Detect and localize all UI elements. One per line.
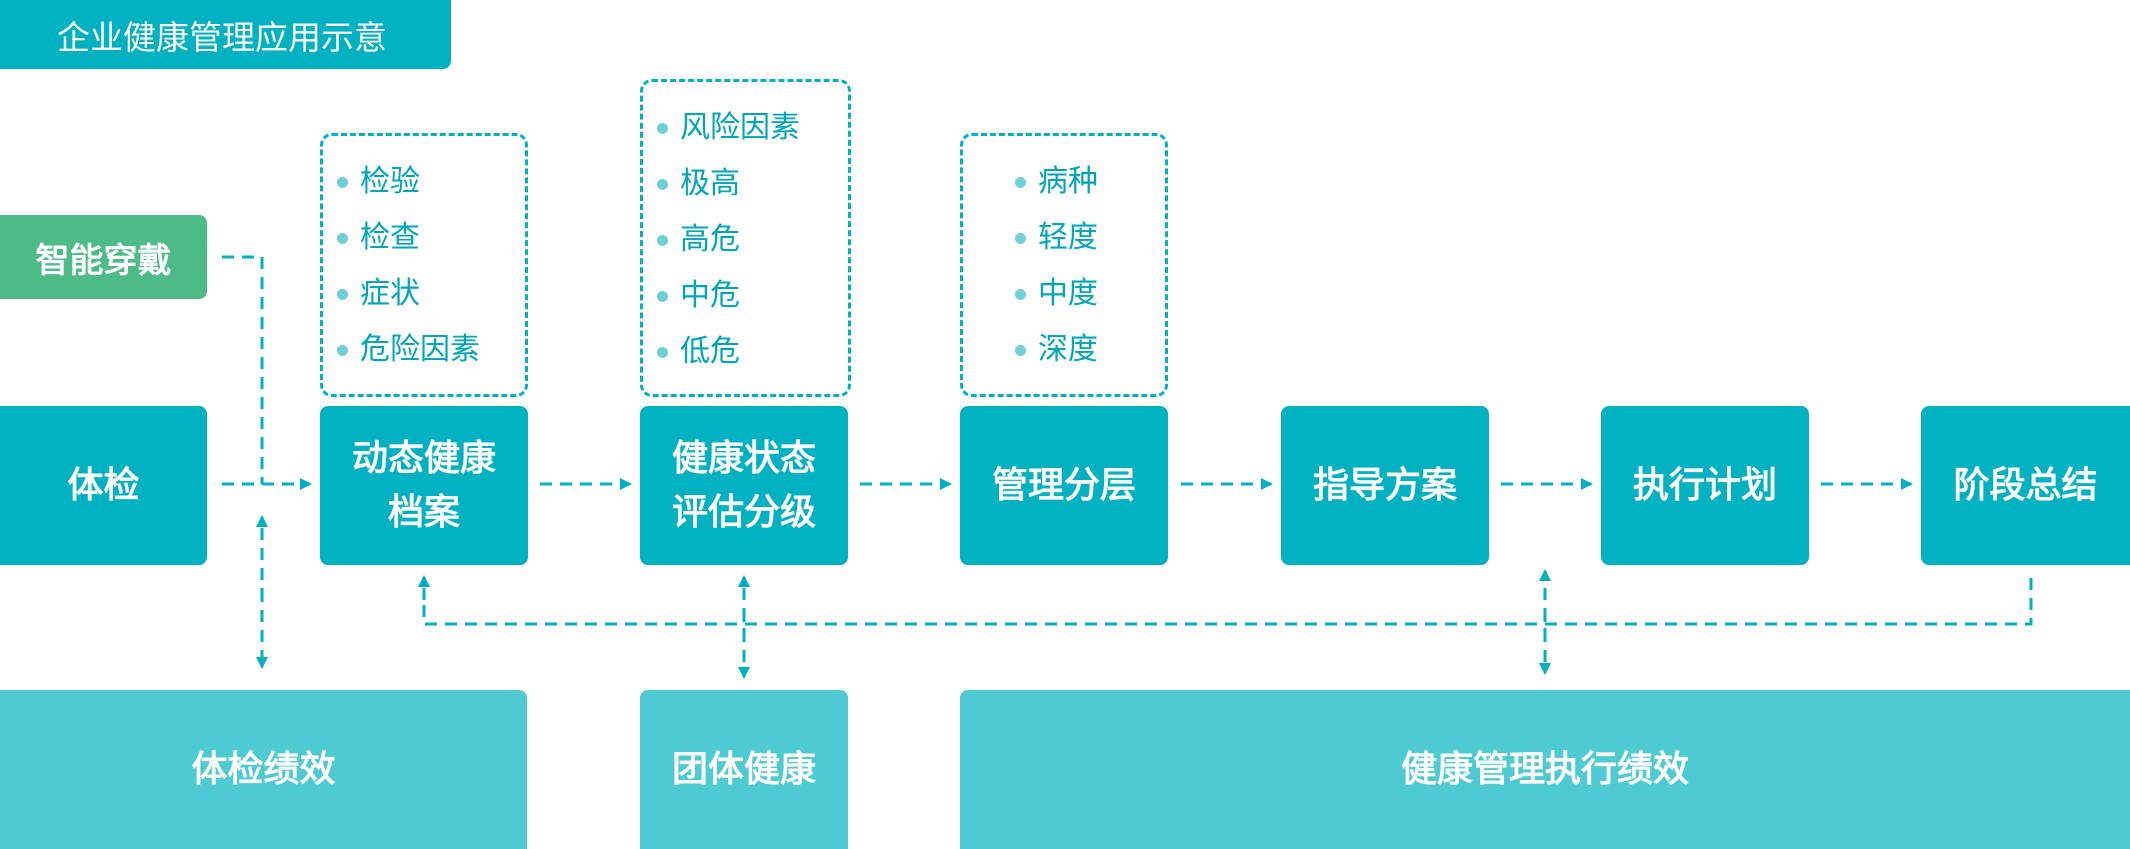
step-dynamic-health-file: 动态健康 档案 [320, 406, 528, 565]
step-label-line2: 评估分级 [671, 491, 816, 533]
list-item: 轻度 [1015, 210, 1165, 266]
file-details-box: 检验 检查 症状 危险因素 [320, 133, 528, 397]
list-item-label: 风险因素 [680, 110, 800, 145]
step-label: 指导方案 [1312, 464, 1457, 506]
performance-label: 体检绩效 [191, 748, 336, 790]
list-item-label: 病种 [1038, 164, 1098, 199]
list-item: 极高 [657, 156, 848, 212]
bullet-icon [1015, 344, 1026, 356]
bullet-icon [657, 290, 668, 302]
step-label: 阶段总结 [1953, 464, 2098, 506]
page-title: 企业健康管理应用示意 [0, 0, 451, 69]
execution-performance-box: 健康管理执行绩效 [960, 690, 2130, 849]
list-item: 症状 [337, 266, 525, 322]
step-label: 体检 [67, 464, 140, 506]
wearable-connector [222, 255, 264, 484]
list-item: 深度 [1015, 322, 1165, 378]
tiering-details-box: 病种 轻度 中度 深度 [960, 133, 1168, 397]
bullet-icon [1015, 232, 1026, 244]
list-item: 中危 [657, 268, 848, 324]
performance-label: 健康管理执行绩效 [1400, 748, 1689, 790]
list-item-label: 深度 [1038, 332, 1098, 367]
list-item: 危险因素 [337, 322, 525, 378]
bullet-icon [337, 344, 348, 356]
list-item-label: 症状 [360, 276, 420, 311]
list-item-label: 中危 [680, 278, 740, 313]
step-label-line1: 动态健康 [351, 437, 496, 479]
step-execution-plan: 执行计划 [1601, 406, 1809, 565]
list-item-label: 检验 [360, 164, 420, 199]
list-item-label: 极高 [680, 166, 740, 201]
group-health-box: 团体健康 [640, 690, 848, 849]
feedback-loop [422, 578, 2033, 626]
checkup-performance-box: 体检绩效 [0, 690, 527, 849]
list-item-label: 轻度 [1038, 220, 1098, 255]
performance-label: 团体健康 [671, 748, 816, 790]
step-label-line1: 健康状态 [671, 437, 816, 479]
list-item-label: 中度 [1038, 276, 1098, 311]
list-item-label: 检查 [360, 220, 420, 255]
list-item-label: 低危 [680, 334, 740, 369]
step-guidance-plan: 指导方案 [1281, 406, 1489, 565]
step-label-line2: 档案 [387, 491, 460, 533]
bullet-icon [337, 232, 348, 244]
list-item: 检查 [337, 210, 525, 266]
step-label: 管理分层 [991, 464, 1136, 506]
bullet-icon [657, 178, 668, 190]
step-stage-summary: 阶段总结 [1921, 406, 2130, 565]
list-item: 病种 [1015, 154, 1165, 210]
list-item-label: 危险因素 [360, 332, 480, 367]
list-item-label: 高危 [680, 222, 740, 257]
bullet-icon [1015, 288, 1026, 300]
wearable-box: 智能穿戴 [0, 215, 207, 299]
step-management-tiering: 管理分层 [960, 406, 1168, 565]
list-item: 中度 [1015, 266, 1165, 322]
bullet-icon [657, 234, 668, 246]
bullet-icon [1015, 176, 1026, 188]
list-item: 低危 [657, 324, 848, 380]
step-checkup: 体检 [0, 406, 207, 565]
step-label: 执行计划 [1632, 464, 1777, 506]
bullet-icon [337, 288, 348, 300]
list-item: 检验 [337, 154, 525, 210]
list-item: 风险因素 [657, 100, 848, 156]
bullet-icon [337, 176, 348, 188]
assessment-details-box: 风险因素 极高 高危 中危 低危 [640, 79, 851, 397]
bullet-icon [657, 122, 668, 134]
list-item: 高危 [657, 212, 848, 268]
step-health-assessment: 健康状态 评估分级 [640, 406, 848, 565]
bullet-icon [657, 346, 668, 358]
